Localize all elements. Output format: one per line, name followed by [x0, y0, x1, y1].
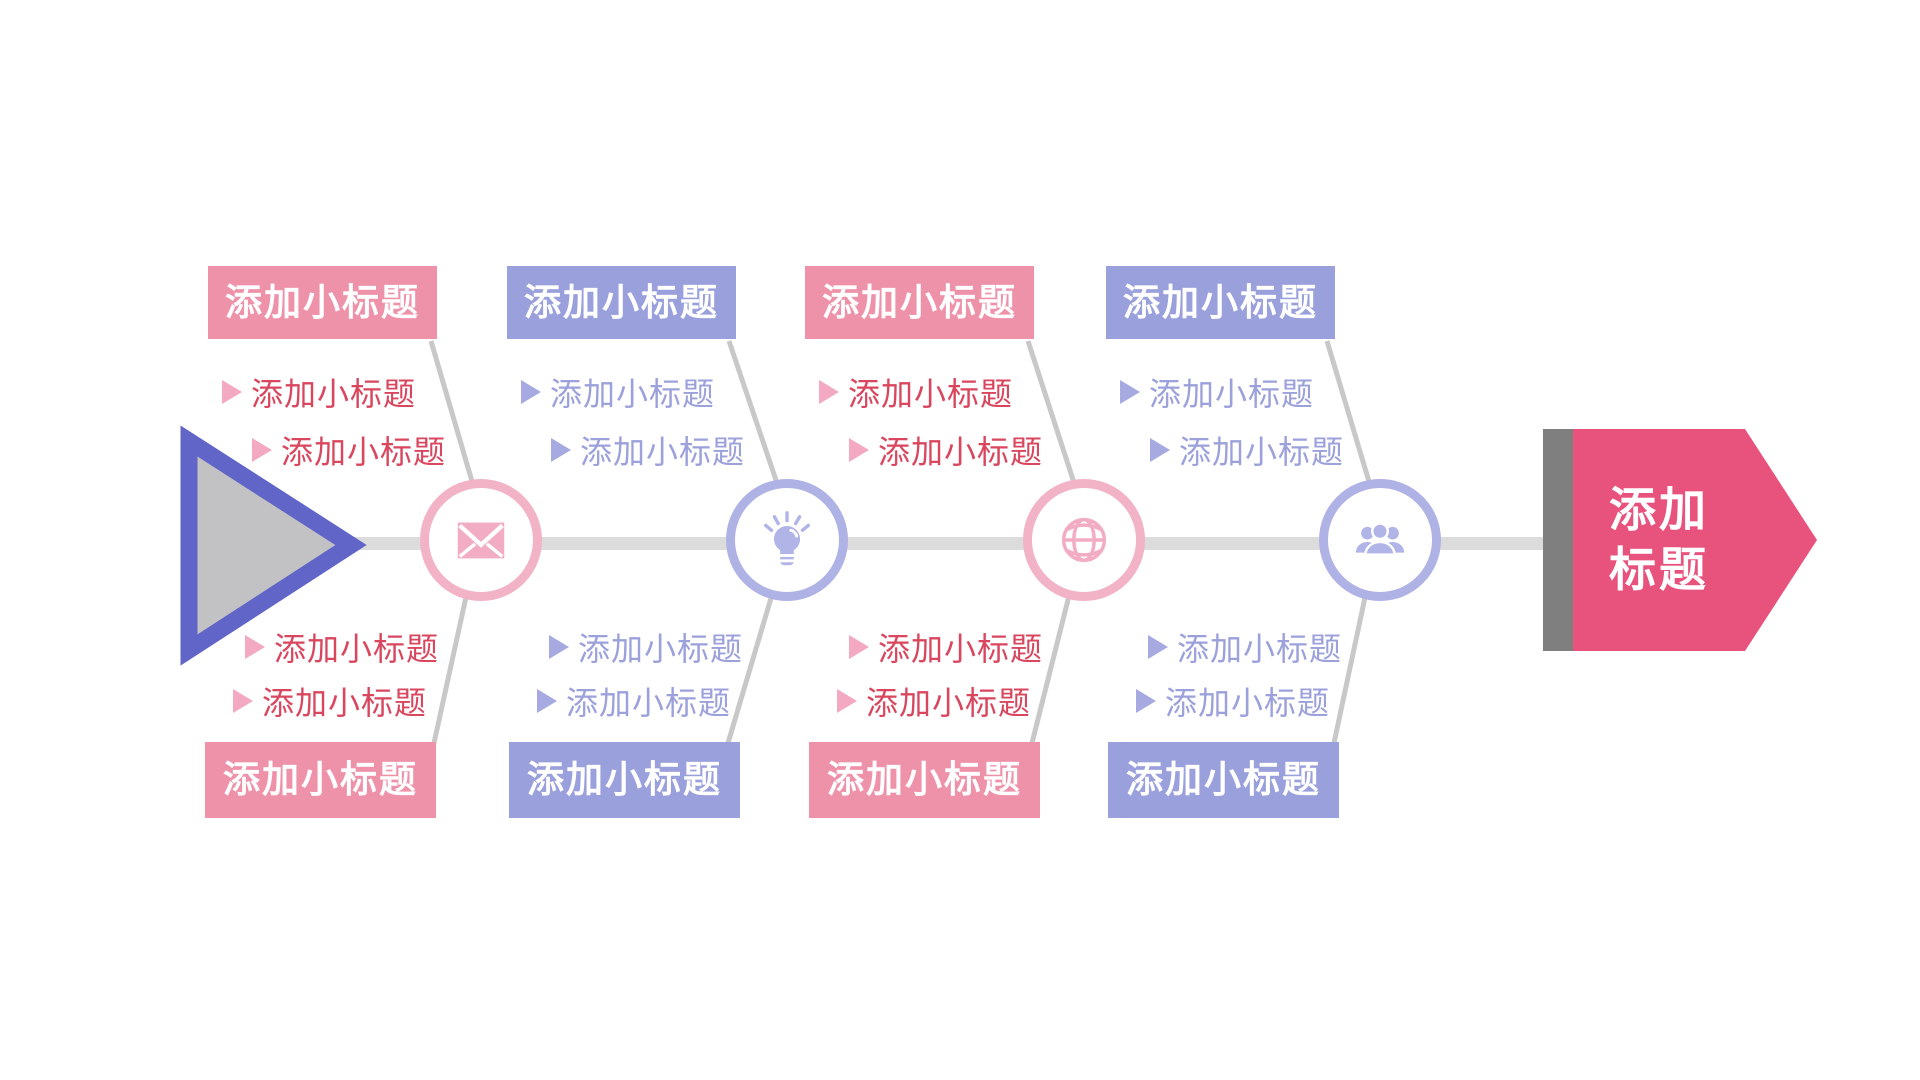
milestone-circle-1 [420, 479, 542, 601]
bullet-text: 添加小标题 [578, 631, 744, 667]
title-text-line: 标题 [1609, 543, 1709, 596]
subtitle-box-bottom-4[interactable]: 添加小标题 [1108, 742, 1339, 818]
bullet-triangle-icon [245, 635, 265, 659]
subtitle-box-top-4[interactable]: 添加小标题 [1106, 266, 1335, 339]
subtitle-box-bottom-2[interactable]: 添加小标题 [509, 742, 740, 818]
bullet-text: 添加小标题 [580, 434, 746, 470]
bullet-triangle-icon [537, 689, 557, 713]
title-arrow[interactable]: 添加 标题 [1569, 429, 1749, 651]
milestone-circle-3 [1023, 479, 1145, 601]
people-icon [1355, 522, 1405, 556]
rib-line [431, 587, 471, 744]
bullet-item[interactable]: 添加小标题 [233, 683, 427, 721]
title-arrow-shape [1573, 429, 1817, 651]
title-text-line: 添加 [1609, 482, 1709, 536]
bullet-item[interactable]: 添加小标题 [252, 432, 446, 470]
bullet-text: 添加小标题 [281, 434, 447, 470]
rib-line [726, 340, 784, 496]
bullet-triangle-icon [837, 689, 857, 713]
subtitle-box-top-2[interactable]: 添加小标题 [507, 266, 736, 339]
bullet-text: 添加小标题 [1149, 376, 1315, 412]
bullet-text: 添加小标题 [262, 685, 428, 721]
globe-icon [1061, 517, 1107, 563]
bullet-item[interactable]: 添加小标题 [849, 432, 1043, 470]
milestone-circle-2 [726, 479, 848, 601]
bullet-triangle-icon [549, 635, 569, 659]
rib-line [1025, 340, 1081, 496]
bullet-item[interactable]: 添加小标题 [819, 374, 1013, 412]
bullet-triangle-icon [1150, 438, 1170, 462]
bullet-text: 添加小标题 [566, 685, 732, 721]
bullet-triangle-icon [222, 380, 242, 404]
bullet-text: 添加小标题 [1177, 631, 1343, 667]
bullet-item[interactable]: 添加小标题 [849, 629, 1043, 667]
rib-line [428, 340, 479, 496]
bullet-triangle-icon [819, 380, 839, 404]
bullet-text: 添加小标题 [251, 376, 417, 412]
timeline-spine [346, 537, 1546, 550]
rib-line [1029, 587, 1074, 744]
bullet-text: 添加小标题 [1165, 685, 1331, 721]
lightbulb-icon [763, 511, 811, 566]
subtitle-box-bottom-3[interactable]: 添加小标题 [809, 742, 1040, 818]
rib-line [1324, 340, 1376, 496]
subtitle-box-top-3[interactable]: 添加小标题 [805, 266, 1034, 339]
bullet-text: 添加小标题 [878, 631, 1044, 667]
bullet-text: 添加小标题 [550, 376, 716, 412]
subtitle-box-bottom-1[interactable]: 添加小标题 [205, 742, 436, 818]
bullet-text: 添加小标题 [1179, 434, 1345, 470]
bullet-triangle-icon [849, 438, 869, 462]
bullet-item[interactable]: 添加小标题 [837, 683, 1031, 721]
bullet-triangle-icon [521, 380, 541, 404]
bullet-text: 添加小标题 [274, 631, 440, 667]
bullet-item[interactable]: 添加小标题 [245, 629, 439, 667]
subtitle-box-top-1[interactable]: 添加小标题 [208, 266, 437, 339]
bullet-triangle-icon [252, 438, 272, 462]
bullet-item[interactable]: 添加小标题 [1150, 432, 1344, 470]
bullet-text: 添加小标题 [866, 685, 1032, 721]
bullet-item[interactable]: 添加小标题 [222, 374, 416, 412]
bullet-item[interactable]: 添加小标题 [1136, 683, 1330, 721]
bullet-triangle-icon [233, 689, 253, 713]
bullet-item[interactable]: 添加小标题 [1148, 629, 1342, 667]
bullet-item[interactable]: 添加小标题 [549, 629, 743, 667]
bullet-triangle-icon [1120, 380, 1140, 404]
rib-line [1331, 587, 1370, 744]
bullet-triangle-icon [1148, 635, 1168, 659]
start-triangle [180, 425, 367, 666]
bullet-triangle-icon [1136, 689, 1156, 713]
bullet-item[interactable]: 添加小标题 [1120, 374, 1314, 412]
bullet-text: 添加小标题 [848, 376, 1014, 412]
rib-line [725, 587, 777, 744]
bullet-text: 添加小标题 [878, 434, 1044, 470]
bullet-item[interactable]: 添加小标题 [551, 432, 745, 470]
milestone-circle-4 [1319, 479, 1441, 601]
bullet-item[interactable]: 添加小标题 [521, 374, 715, 412]
bullet-triangle-icon [551, 438, 571, 462]
bullet-triangle-icon [849, 635, 869, 659]
envelope-icon [457, 522, 505, 559]
bullet-item[interactable]: 添加小标题 [537, 683, 731, 721]
title-arrow-bar [1543, 429, 1573, 651]
